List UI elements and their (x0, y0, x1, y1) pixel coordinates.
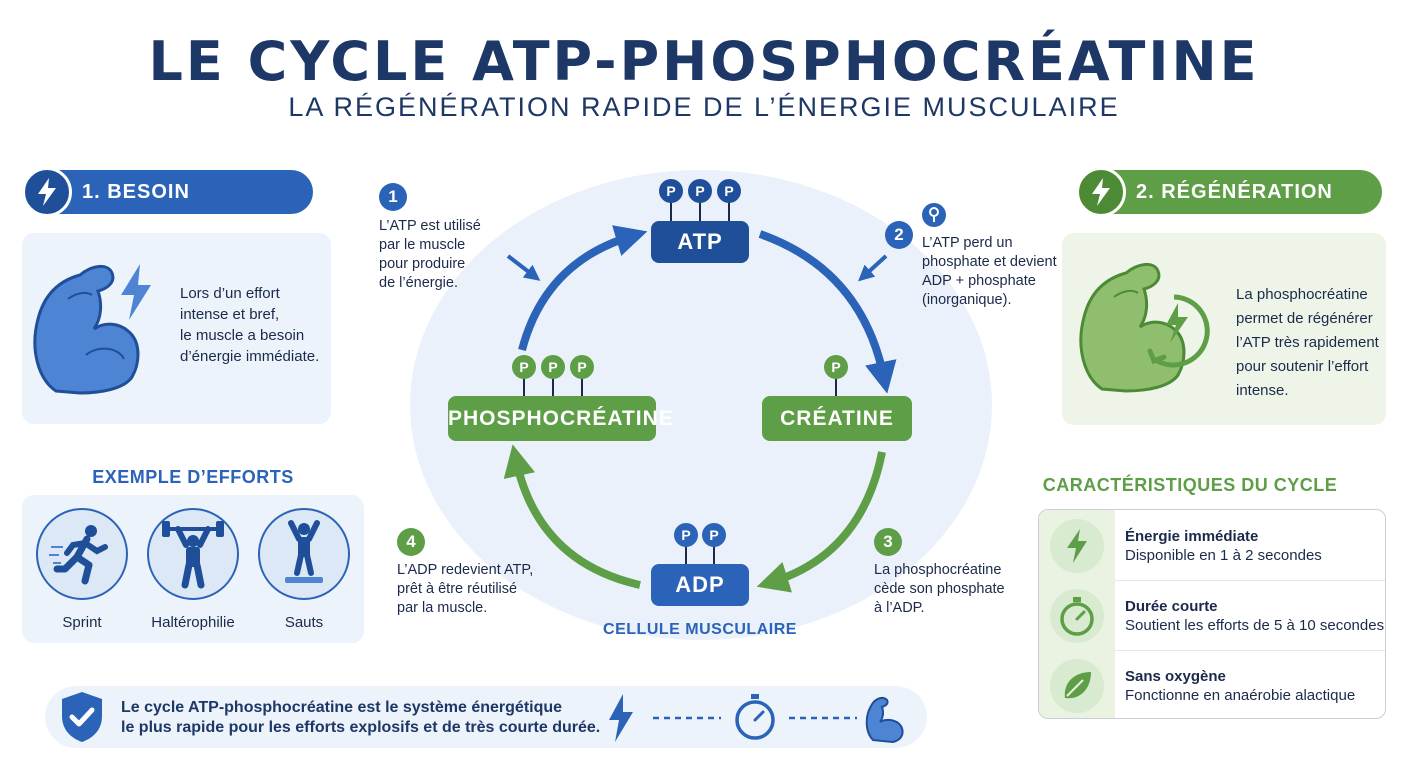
step-number: 4 (397, 528, 425, 556)
pointer-arrow (858, 254, 888, 282)
lightning-icon (22, 167, 72, 217)
phosphate-label: P (577, 359, 586, 375)
example-jumps: Sauts (256, 508, 352, 631)
step-number: 3 (874, 528, 902, 556)
example-label: Sauts (284, 614, 324, 631)
regeneration-header: 2. RÉGÉNÉRATION RAPIDE (1076, 167, 1382, 247)
node-phosphocreatine: PHOSPHOCRÉATINE (448, 396, 673, 441)
need-energy-text: Lors d’un effort intense et bref, le mus… (180, 285, 320, 365)
stopwatch-icon (1050, 589, 1104, 643)
page-subtitle: LA RÉGÉNÉRATION RAPIDE DE L’ÉNERGIE MUSC… (288, 92, 1120, 122)
muscle-recharge-icon (1079, 263, 1210, 393)
lightning-icon (1076, 167, 1126, 217)
step-number: 2 (885, 221, 913, 249)
characteristic-row: Durée courte Soutient les efforts de 5 à… (1039, 580, 1385, 650)
muscle-arm-icon (33, 265, 140, 395)
example-weightlifting: Haltérophilie (145, 508, 241, 631)
arrow-atp-to-creatine (758, 230, 897, 394)
regeneration-text: La phosphocréatine permet de régénérer l… (1236, 286, 1379, 399)
phosphate-label: P (681, 527, 690, 543)
arrow-creatine-to-adp (756, 451, 886, 593)
arrow-to-atp (518, 225, 648, 352)
creatine-phosphate (824, 355, 848, 379)
node-creatine: CRÉATINE (762, 396, 912, 441)
shield-check-icon (62, 692, 102, 742)
jumper-icon (258, 508, 350, 600)
phosphate-label: P (548, 359, 557, 375)
released-phosphate-icon (922, 203, 946, 227)
step-1-text: L’ATP est utilisé par le muscle pour pro… (379, 218, 481, 291)
characteristics-box: Énergie immédiate Disponible en 1 à 2 se… (1038, 509, 1386, 719)
phosphate-label: P (831, 359, 840, 375)
characteristic-row: Sans oxygène Fonctionne en anaérobie ala… (1039, 650, 1385, 718)
phosphate-label: P (695, 183, 704, 199)
arrow-adp-to-phosphocreatine (503, 444, 641, 589)
phosphate-label: P (666, 183, 675, 199)
weightlifter-icon (147, 508, 239, 600)
summary-bar: Le cycle ATP-phosphocréatine est le syst… (45, 686, 927, 748)
summary-icons (609, 694, 904, 744)
examples-title: EXEMPLE D’EFFORTS (92, 467, 294, 487)
regeneration-card: La phosphocréatine permet de régénérer l… (1062, 233, 1386, 425)
lightning-icon (121, 264, 151, 320)
characteristics-title: CARACTÉRISTIQUES DU CYCLE (1042, 475, 1338, 495)
step-4-text: L’ADP redevient ATP, prêt à être réutili… (397, 562, 534, 616)
muscle-arm-icon (865, 697, 904, 744)
lightning-icon (609, 694, 633, 742)
phosphate-label: P (519, 359, 528, 375)
examples-box: Sprint Haltérophilie Sau (22, 495, 364, 643)
summary-text: Le cycle ATP-phosphocréatine est le syst… (121, 699, 601, 736)
need-energy-card: Lors d’un effort intense et bref, le mus… (22, 233, 331, 424)
phosphate-label: P (709, 527, 718, 543)
runner-icon (36, 508, 128, 600)
stopwatch-icon (735, 694, 775, 740)
page-title: LE CYCLE ATP-PHOSPHOCRÉATINE (148, 30, 1260, 93)
atp-phosphates (659, 179, 741, 203)
node-adp: ADP (651, 564, 749, 606)
characteristic-row: Énergie immédiate Disponible en 1 à 2 se… (1039, 510, 1385, 580)
leaf-icon (1050, 659, 1104, 713)
step-3-text: La phosphocréatine cède son phosphate à … (874, 562, 1005, 616)
adp-phosphates (674, 523, 726, 547)
example-sprint: Sprint (34, 508, 130, 631)
step-number: 1 (379, 183, 407, 211)
phosphocreatine-phosphates (512, 355, 594, 379)
example-label: Sprint (62, 614, 102, 631)
node-atp: ATP (651, 221, 749, 263)
lightning-icon (1050, 519, 1104, 573)
muscle-cell-label: CELLULE MUSCULAIRE (603, 621, 797, 638)
step-2-text: L’ATP perd un phosphate et devient ADP +… (922, 235, 1057, 308)
example-label: Haltérophilie (151, 614, 235, 631)
pointer-arrow (506, 254, 541, 281)
phosphate-label: P (724, 183, 733, 199)
